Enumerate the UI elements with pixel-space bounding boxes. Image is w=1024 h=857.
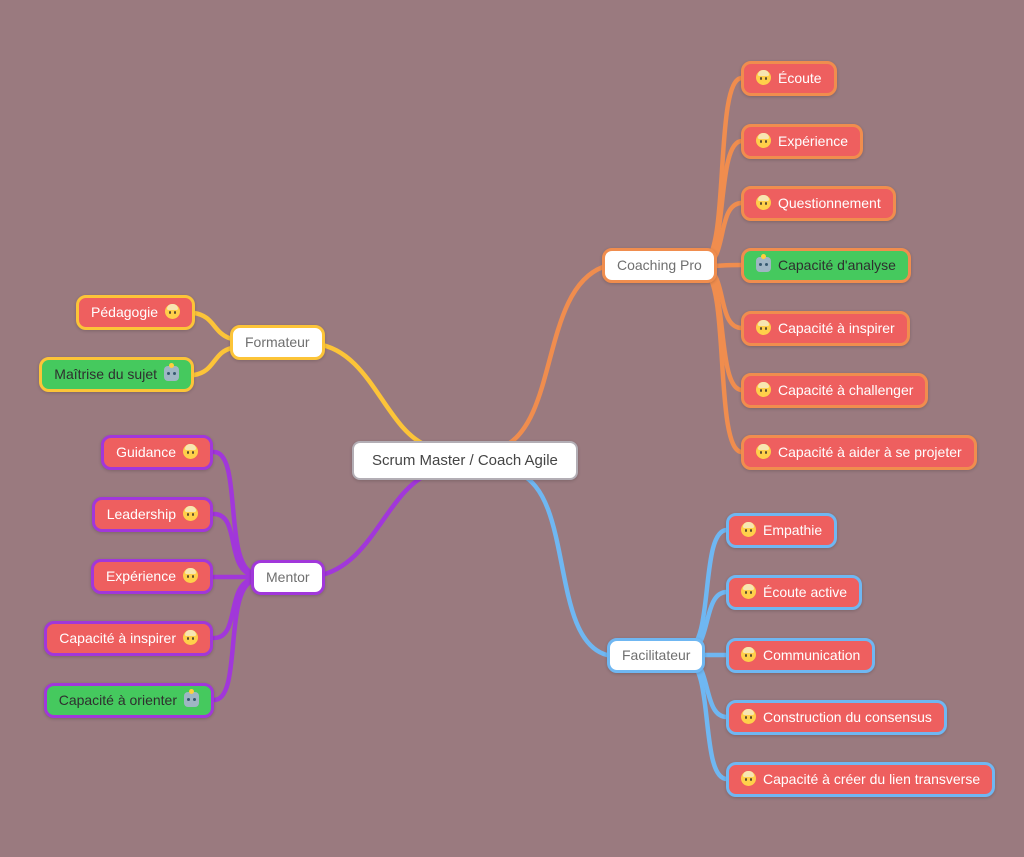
person-face-icon	[756, 320, 771, 335]
robot-icon	[184, 689, 199, 707]
leaf-label: Construction du consensus	[763, 709, 932, 725]
leaf-label: Leadership	[106, 506, 176, 522]
person-face-icon	[741, 584, 756, 599]
leaf-label: Expérience	[778, 133, 849, 149]
leaf-capacite-a-challenger[interactable]: Capacité à challenger	[741, 373, 929, 408]
branch-mentor[interactable]: Mentor	[251, 560, 325, 595]
leaf-questionnement[interactable]: Questionnement	[741, 186, 896, 221]
branch-label: Coaching Pro	[617, 257, 702, 273]
person-face-icon	[741, 522, 756, 537]
person-face-icon	[183, 444, 198, 459]
leaf-experience-coaching[interactable]: Expérience	[741, 124, 864, 159]
person-face-icon	[756, 444, 771, 459]
connector-center-coaching-pro	[502, 264, 606, 449]
person-face-icon	[165, 304, 180, 319]
person-face-icon	[756, 382, 771, 397]
connector-formateur-maitrise	[191, 345, 235, 378]
leaf-label: Écoute active	[763, 584, 848, 600]
leaf-ecoute-active[interactable]: Écoute active	[726, 575, 863, 610]
connector-mentor-orienter	[211, 578, 255, 703]
person-face-icon	[741, 771, 756, 786]
root-node[interactable]: Scrum Master / Coach Agile	[352, 441, 578, 480]
leaf-empathie[interactable]: Empathie	[726, 513, 838, 548]
leaf-label: Expérience	[105, 568, 176, 584]
connector-facilitateur-empathie	[685, 527, 730, 653]
leaf-label: Questionnement	[778, 195, 881, 211]
leaf-label: Capacité d'analyse	[778, 257, 896, 273]
leaf-capacite-a-orienter[interactable]: Capacité à orienter	[43, 683, 214, 718]
leaf-label: Capacité à aider à se projeter	[778, 444, 962, 460]
leaf-experience-mentor[interactable]: Expérience	[90, 559, 213, 594]
person-face-icon	[741, 709, 756, 724]
connector-mentor-inspirer	[211, 576, 255, 641]
leaf-label: Communication	[763, 647, 861, 663]
leaf-label: Pédagogie	[91, 304, 158, 320]
connector-center-facilitateur	[517, 471, 610, 658]
leaf-pedagogie[interactable]: Pédagogie	[76, 295, 195, 330]
leaf-label: Maîtrise du sujet	[54, 366, 157, 382]
leaf-label: Capacité à challenger	[778, 382, 914, 398]
leaf-label: Guidance	[116, 444, 176, 460]
leaf-communication[interactable]: Communication	[726, 638, 876, 673]
leaf-label: Écoute	[778, 70, 822, 86]
leaf-label: Capacité à inspirer	[59, 630, 176, 646]
person-face-icon	[756, 195, 771, 210]
branch-label: Formateur	[245, 334, 310, 350]
leaf-label: Capacité à créer du lien transverse	[763, 771, 981, 787]
leaf-maitrise-du-sujet[interactable]: Maîtrise du sujet	[39, 357, 194, 392]
root-label: Scrum Master / Coach Agile	[372, 452, 558, 469]
connector-facilitateur-lien-transverse	[685, 657, 730, 782]
leaf-ecoute[interactable]: Écoute	[741, 61, 837, 96]
connector-center-mentor	[314, 471, 431, 579]
leaf-label: Capacité à inspirer	[778, 320, 895, 336]
person-face-icon	[183, 630, 198, 645]
person-face-icon	[183, 506, 198, 521]
person-face-icon	[741, 647, 756, 662]
leaf-label: Capacité à orienter	[58, 692, 177, 708]
branch-formateur[interactable]: Formateur	[230, 325, 325, 360]
connector-mentor-guidance	[211, 449, 255, 576]
person-face-icon	[183, 568, 198, 583]
leaf-capacite-a-creer-du-lien-transverse[interactable]: Capacité à créer du lien transverse	[726, 762, 996, 797]
connector-mentor-leadership	[211, 511, 255, 578]
branch-label: Facilitateur	[622, 647, 691, 663]
leaf-construction-du-consensus[interactable]: Construction du consensus	[726, 700, 947, 735]
leaf-capacite-a-inspirer-coaching[interactable]: Capacité à inspirer	[741, 311, 910, 346]
robot-icon	[756, 254, 771, 272]
branch-facilitateur[interactable]: Facilitateur	[607, 638, 706, 673]
leaf-capacite-a-aider-a-se-projeter[interactable]: Capacité à aider à se projeter	[741, 435, 977, 470]
leaf-guidance[interactable]: Guidance	[101, 435, 213, 470]
robot-icon	[164, 363, 179, 381]
person-face-icon	[756, 70, 771, 85]
connector-center-formateur	[314, 341, 431, 449]
connector-formateur-pedagogie	[191, 310, 235, 342]
leaf-capacite-danalyse[interactable]: Capacité d'analyse	[741, 248, 911, 283]
branch-label: Mentor	[266, 569, 310, 585]
branch-coaching-pro[interactable]: Coaching Pro	[602, 248, 717, 283]
leaf-leadership[interactable]: Leadership	[91, 497, 213, 532]
person-face-icon	[756, 133, 771, 148]
leaf-capacite-a-inspirer-mentor[interactable]: Capacité à inspirer	[44, 621, 213, 656]
leaf-label: Empathie	[763, 522, 823, 538]
